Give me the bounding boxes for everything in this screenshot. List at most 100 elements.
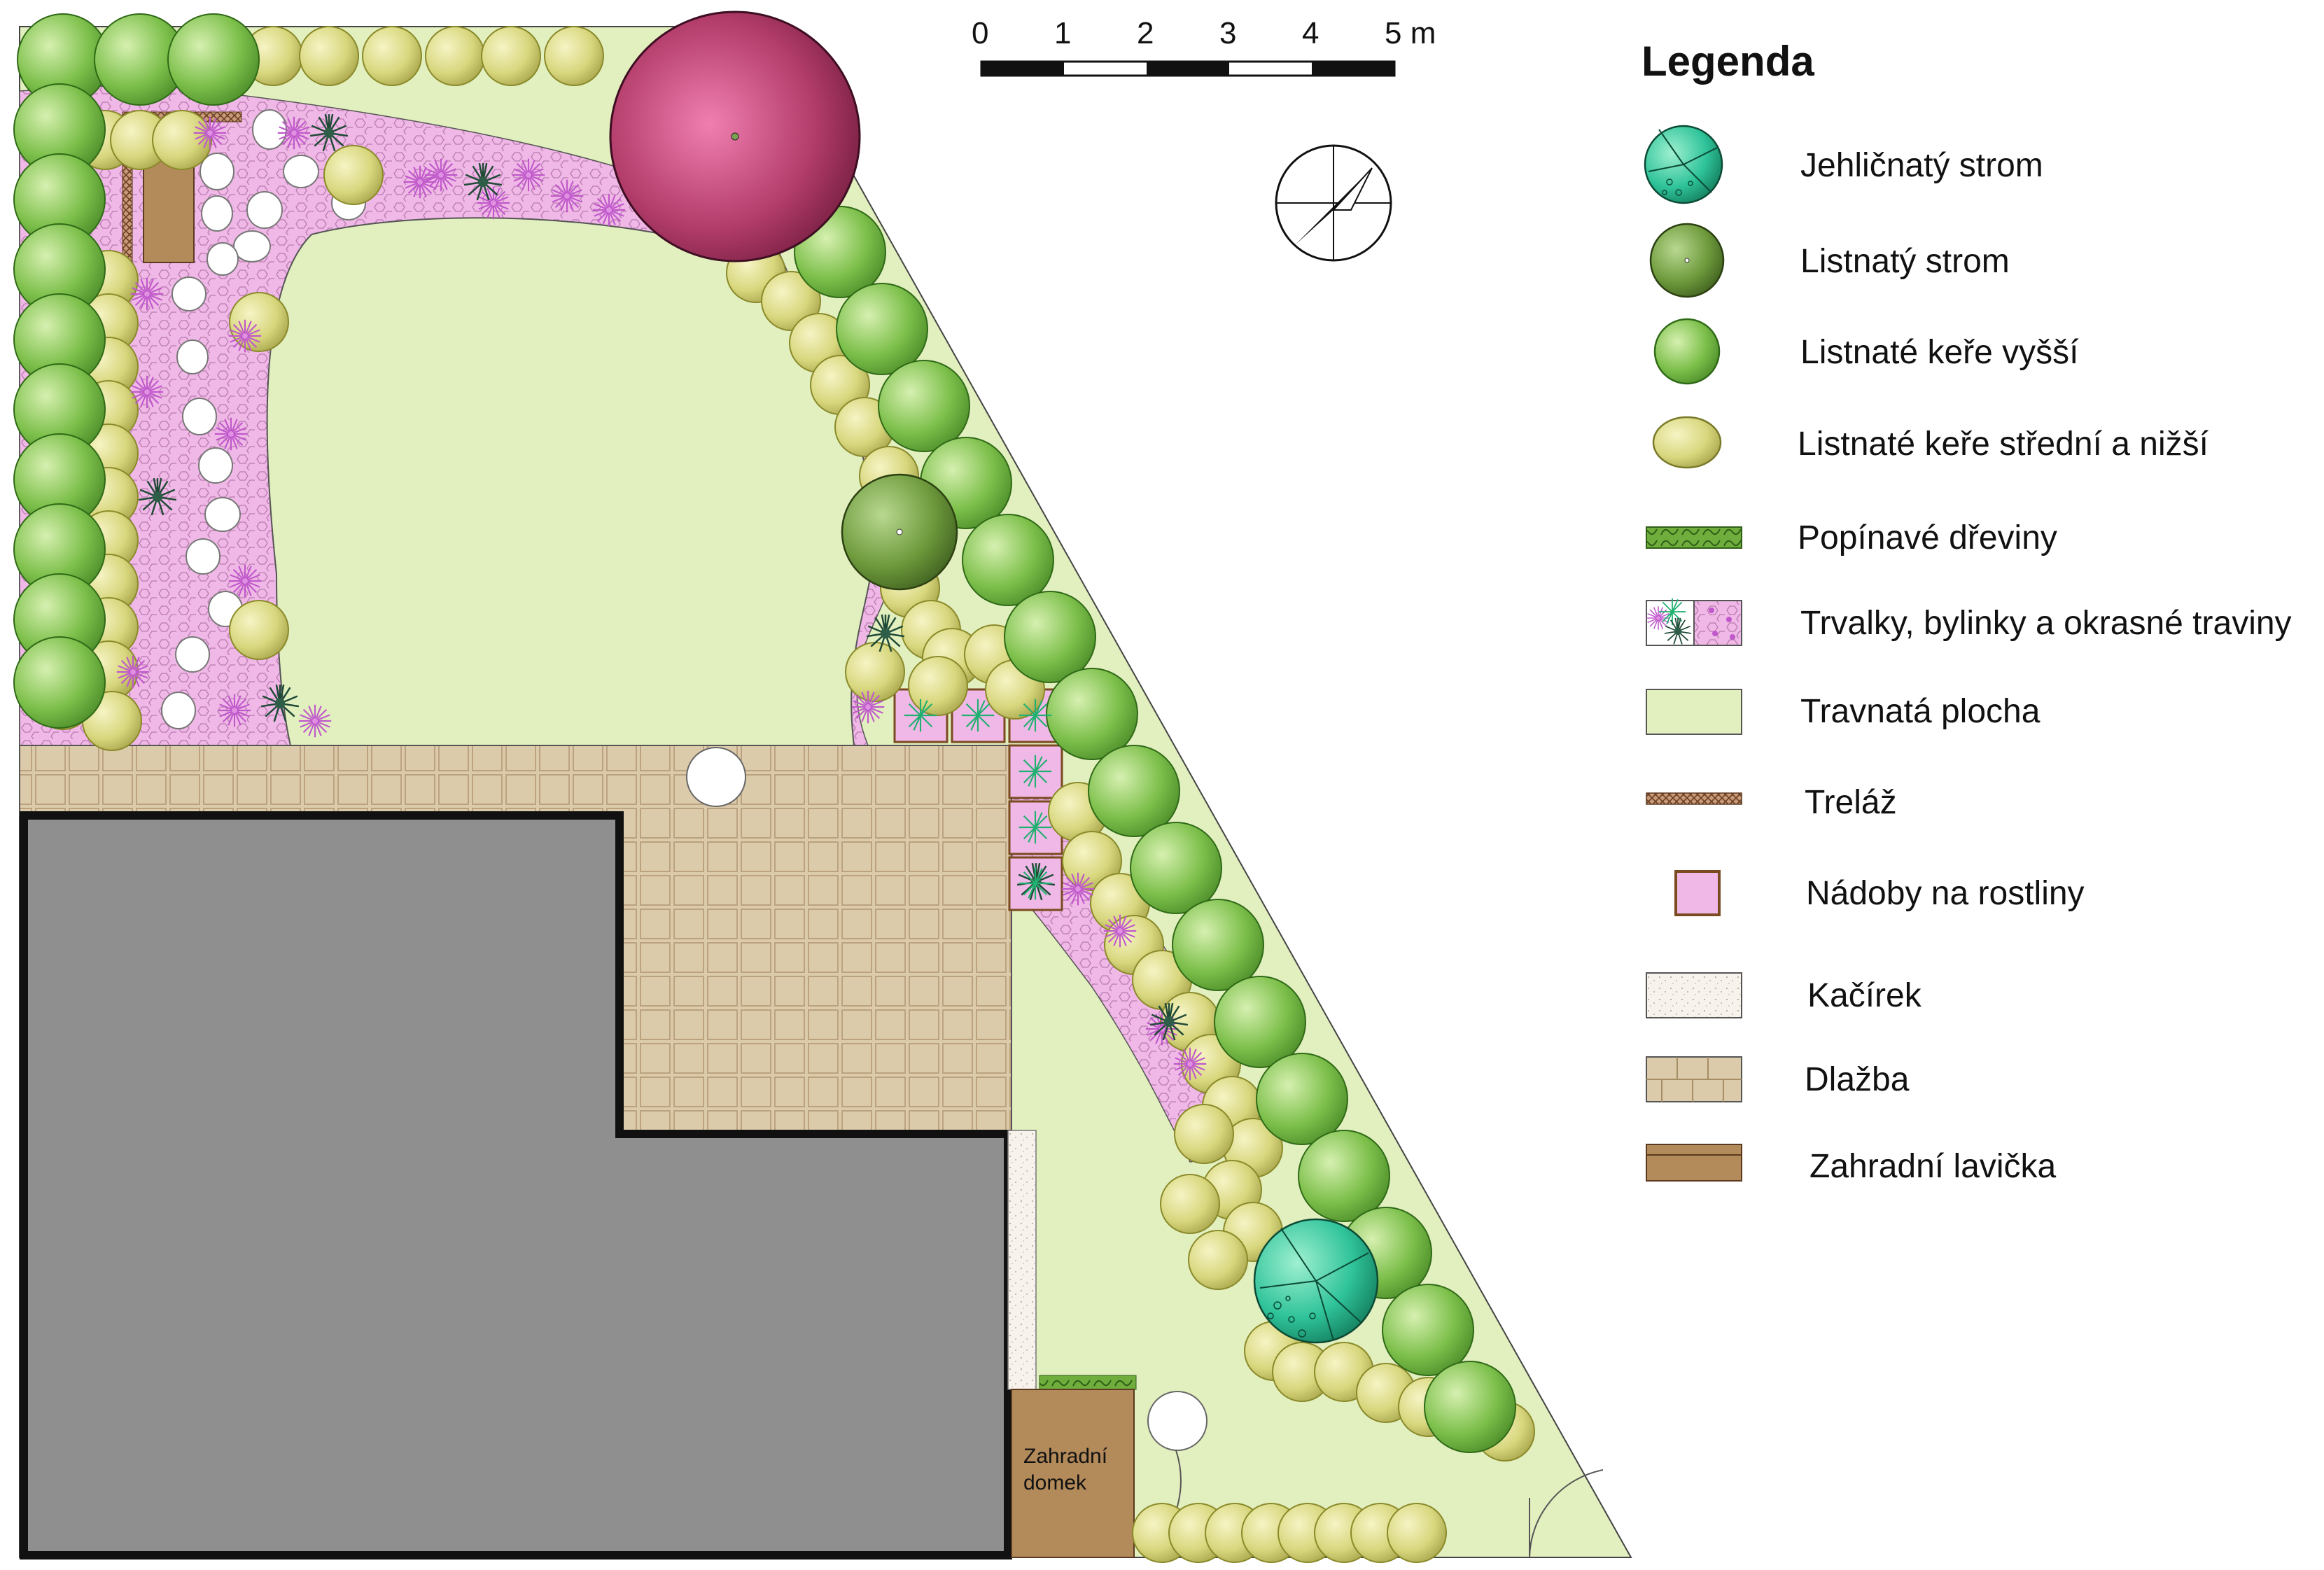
bench-icon [1646, 1144, 1742, 1182]
tall-shrub [1130, 822, 1222, 914]
tall-shrub [1256, 1053, 1348, 1145]
conifer-tree-icon [1644, 125, 1723, 204]
flower-perennial [214, 416, 248, 451]
low-shrub [1174, 1104, 1234, 1164]
tall-shrub [1214, 976, 1306, 1068]
scale-tick-4: 4 [1302, 16, 1319, 50]
low-shrub [229, 600, 289, 660]
flower-perennial [227, 563, 262, 598]
low-shrub [425, 26, 485, 86]
low-shrub [481, 26, 541, 86]
herb-plant [1018, 754, 1053, 789]
low-shrub [1160, 1174, 1220, 1234]
conifer-tree [1253, 1218, 1379, 1344]
low-shrub [152, 110, 212, 170]
flower-perennial [130, 374, 164, 409]
low-shrub [362, 26, 422, 86]
legend-label-trellis: Treláž [1805, 784, 1897, 821]
tall-shrub [962, 514, 1054, 606]
scale-tick-1: 1 [1054, 16, 1071, 50]
flower-perennial [276, 115, 312, 150]
scale-bar: 0 1 2 3 4 5 m [972, 16, 1436, 77]
low-shrub [908, 656, 968, 716]
garden-area: Zahradní domek [13, 10, 1632, 1563]
flower-perennial [227, 318, 262, 353]
deciduous-tree [841, 473, 958, 591]
herb-plant [1018, 810, 1053, 845]
tall-shrub [1004, 591, 1096, 683]
deciduous-tree-icon [1649, 223, 1725, 298]
herb-plant [1018, 698, 1053, 733]
low-shrub [544, 26, 604, 86]
shed-label-line2: domek [1023, 1471, 1087, 1494]
legend-label-low-shrub: Listnaté keře střední a nižší [1798, 426, 2209, 463]
low-shrub [1387, 1503, 1447, 1563]
tall-shrub [836, 283, 928, 375]
tall-shrub-icon [1653, 318, 1721, 385]
tall-shrub [1424, 1361, 1516, 1453]
legend-label-deciduous: Listnatý strom [1800, 243, 2010, 280]
legend-label-tall-shrub: Listnaté keře vyšší [1800, 334, 2079, 371]
low-shrub-icon [1652, 416, 1722, 469]
low-shrub [323, 145, 384, 205]
legend-label-climber: Popínavé dřeviny [1798, 519, 2057, 556]
flower-perennial [592, 192, 626, 227]
planter-icon [1674, 870, 1721, 916]
flower-perennial [130, 276, 164, 311]
tall-shrub [167, 13, 260, 106]
legend-label-bench: Zahradní lavička [1809, 1148, 2056, 1185]
low-shrub [845, 642, 905, 702]
tall-shrub [1088, 745, 1180, 837]
tall-shrub [1172, 899, 1264, 991]
scale-tick-3: 3 [1219, 16, 1236, 50]
round-table [686, 747, 746, 807]
trellis-icon [1646, 792, 1742, 805]
north-arrow-icon [1275, 144, 1392, 262]
corner-arc [1529, 1469, 1604, 1558]
stepping-stones [161, 109, 366, 729]
flower-perennial [192, 115, 227, 150]
flower-perennial [550, 178, 584, 213]
flower-perennial [298, 703, 332, 738]
scale-tick-2: 2 [1137, 16, 1154, 50]
tall-shrub [13, 636, 106, 729]
tall-shrub [1382, 1284, 1474, 1376]
flower-perennial [115, 654, 150, 689]
ornamental-red-tree [609, 10, 861, 262]
lawn-icon [1646, 689, 1742, 735]
flower-perennial [402, 164, 438, 199]
legend-label-gravel: Kačírek [1807, 977, 1922, 1014]
legend-label-planter: Nádoby na rostliny [1806, 875, 2085, 912]
scale-tick-5: 5 m [1385, 16, 1436, 50]
paving-icon [1646, 1056, 1742, 1102]
legend: Legenda [1642, 38, 2292, 1185]
herb-plant [903, 698, 938, 733]
herb-plant [960, 698, 995, 733]
legend-label-paving: Dlažba [1805, 1061, 1910, 1098]
round-stone-lawn [1147, 1391, 1208, 1451]
legend-title: Legenda [1642, 38, 1814, 85]
climber-strip-shed [1039, 1375, 1137, 1390]
flower-perennial [1172, 1046, 1208, 1081]
garden-shed [1011, 1389, 1135, 1558]
shed-label-line1: Zahradní [1023, 1445, 1108, 1468]
legend-label-conifer: Jehličnatý strom [1800, 147, 2043, 184]
tall-shrub [1298, 1130, 1390, 1222]
legend-label-lawn: Travnatá plocha [1800, 693, 2040, 730]
flower-perennial [850, 689, 886, 724]
gravel-strip [1007, 1130, 1037, 1390]
flower-perennial [511, 157, 546, 192]
legend-label-perennials: Trvalky, bylinky a okrasné traviny [1800, 605, 2292, 642]
gravel-icon [1646, 972, 1742, 1018]
flower-perennial [217, 693, 252, 728]
climber-icon [1646, 526, 1742, 549]
herb-plant [1018, 866, 1053, 901]
tall-shrub [878, 360, 970, 452]
scale-tick-0: 0 [972, 16, 988, 50]
flower-perennial [1060, 871, 1096, 906]
low-shrub [299, 26, 359, 86]
low-shrub [1188, 1230, 1248, 1290]
perennials-icon [1646, 597, 1742, 646]
flower-perennial [1102, 913, 1138, 948]
